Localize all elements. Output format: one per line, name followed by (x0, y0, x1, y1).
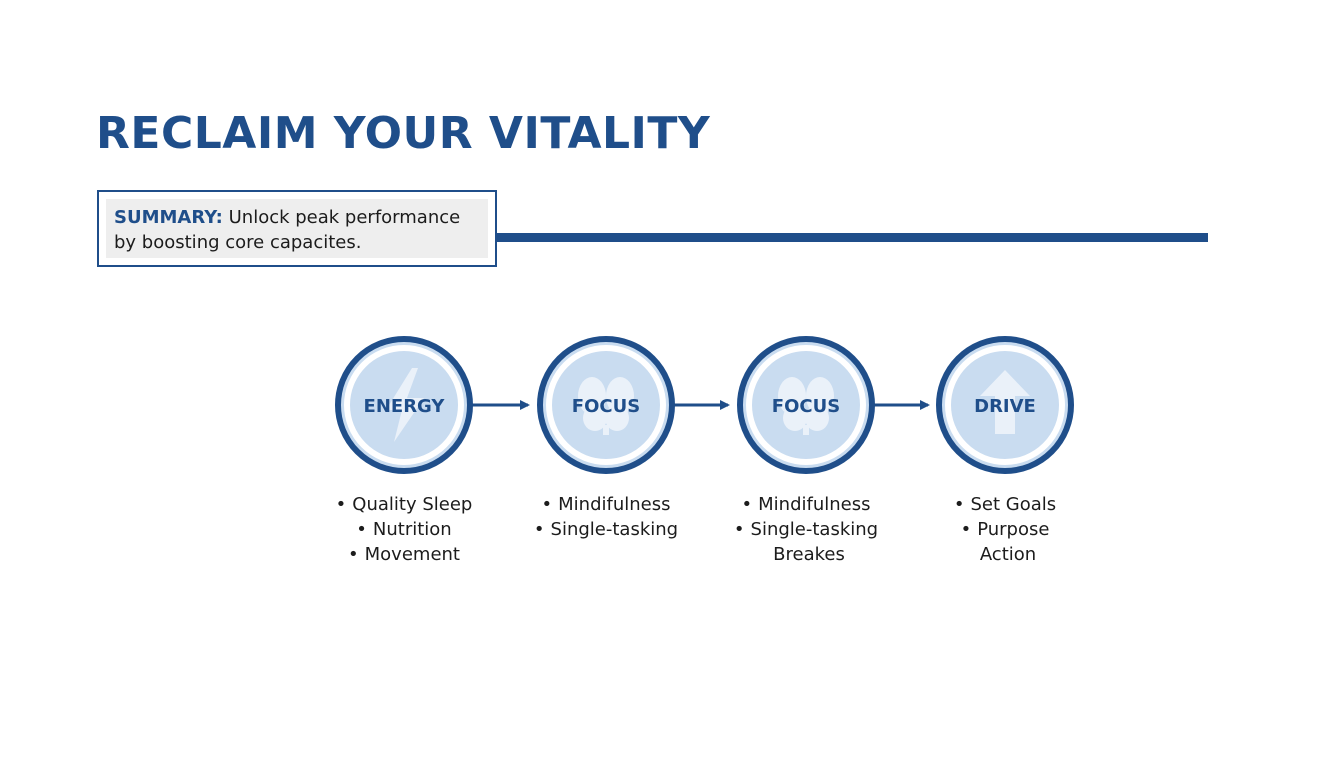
list-item-text: Breakes (773, 544, 845, 565)
brain-icon (578, 377, 634, 435)
list-item-text: Action (979, 544, 1037, 565)
up-arrow-icon (980, 370, 1030, 434)
lightning-bolt-icon (386, 368, 424, 442)
step-ring (737, 336, 875, 474)
summary-text: Unlock peak performance by boosting core… (114, 207, 461, 253)
list-item: Action (910, 542, 1100, 567)
list-item: •Movement (309, 542, 499, 567)
step-label: FOCUS (772, 396, 840, 417)
step-ring-inner (344, 345, 464, 465)
list-item: •Single-tasking (511, 517, 701, 542)
list-item: •Purpose (910, 517, 1100, 542)
step-label: FOCUS (572, 396, 640, 417)
header-rule (497, 233, 1208, 242)
step-label: DRIVE (974, 396, 1036, 417)
step-energy: ENERGY (335, 336, 473, 474)
step-label: ENERGY (364, 396, 446, 417)
step-ring-inner (945, 345, 1065, 465)
list-item-text: Mindifulness (558, 494, 671, 515)
step-focus-2-list: •Mindifulness •Single-tasking Breakes (711, 492, 901, 567)
list-item: •Nutrition (309, 517, 499, 542)
summary-content: SUMMARY: Unlock peak performance by boos… (106, 199, 488, 258)
step-ring (936, 336, 1074, 474)
step-ring-inner (746, 345, 866, 465)
step-ring (335, 336, 473, 474)
list-item-text: Single-tasking (550, 519, 679, 540)
list-item-text: Set Goals (970, 494, 1057, 515)
bullet: • (335, 494, 347, 515)
bullet: • (733, 519, 745, 540)
bullet: • (953, 494, 965, 515)
summary-label: SUMMARY: (114, 207, 223, 228)
step-energy-list: •Quality Sleep •Nutrition •Movement (309, 492, 499, 567)
summary-box: SUMMARY: Unlock peak performance by boos… (97, 190, 497, 267)
list-item: •Single-tasking (711, 517, 901, 542)
step-focus: FOCUS (537, 336, 675, 474)
bullet: • (533, 519, 545, 540)
list-item-text: Movement (364, 544, 460, 565)
bullet: • (741, 494, 753, 515)
list-item-text: Nutrition (372, 519, 452, 540)
step-focus-2: FOCUS (737, 336, 875, 474)
list-item-text: Single-tasking (750, 519, 879, 540)
list-item-text: Mindifulness (758, 494, 871, 515)
bullet: • (541, 494, 553, 515)
step-circle (740, 339, 872, 471)
step-ring (537, 336, 675, 474)
list-item-text: Purpose (977, 519, 1050, 540)
list-item-text: Quality Sleep (352, 494, 473, 515)
page-title: RECLAIM YOUR VITALITY (96, 108, 711, 159)
list-item: •Quality Sleep (309, 492, 499, 517)
step-drive-list: •Set Goals •Purpose Action (910, 492, 1100, 567)
bullet: • (356, 519, 367, 540)
brain-icon (778, 377, 834, 435)
step-focus-list: •Mindifulness •Single-tasking (511, 492, 701, 542)
step-circle (540, 339, 672, 471)
bullet: • (960, 519, 972, 540)
list-item: •Mindifulness (511, 492, 701, 517)
step-drive: DRIVE (936, 336, 1074, 474)
step-ring-inner (546, 345, 666, 465)
list-item: •Set Goals (910, 492, 1100, 517)
list-item: Breakes (711, 542, 901, 567)
list-item: •Mindifulness (711, 492, 901, 517)
bullet: • (348, 544, 359, 565)
